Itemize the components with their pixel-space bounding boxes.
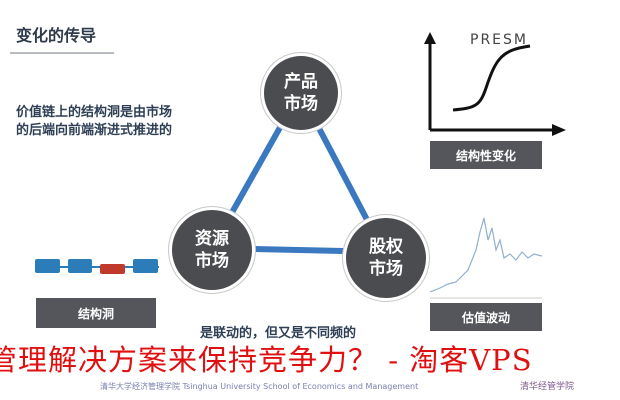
slide-title: 变化的传导 [16, 26, 97, 45]
node-label: 市场 [284, 94, 318, 114]
node-label: 股权 [369, 237, 403, 257]
node-label: 市场 [195, 251, 229, 271]
chain-link [35, 266, 159, 268]
valuation-fluctuation-label: 估值波动 [430, 303, 542, 331]
node-resource-market: 资源 市场 [172, 210, 252, 290]
title-divider [10, 52, 114, 54]
s-curve [452, 44, 531, 112]
node-label: 市场 [369, 259, 403, 279]
structural-hole-label: 结构洞 [36, 298, 156, 328]
price-line [430, 217, 542, 293]
footer-text: 清华大学经济管理学院 Tsinghua University School of… [100, 382, 419, 391]
chain-block [35, 259, 60, 273]
stock-price-chart [430, 217, 542, 299]
node-equity-market: 股权 市场 [346, 218, 426, 298]
chain-block [68, 259, 92, 273]
school-logo: 清华经管学院 [520, 382, 575, 392]
node-label: 产品 [284, 72, 318, 92]
sketch-text: PRESM [470, 32, 528, 48]
x-arrow-icon [552, 124, 566, 136]
description-line: 的后端向前端渐进式推进的 [16, 123, 173, 138]
node-label: 资源 [195, 229, 229, 249]
slide-description: 价值链上的结构洞是由市场 的后端向前端渐进式推进的 [16, 104, 216, 140]
structural-hole-block [100, 264, 125, 274]
node-product-market: 产品 市场 [264, 56, 338, 130]
description-line: 价值链上的结构洞是由市场 [16, 105, 173, 120]
caption: 是联动的，但又是不同频的 [200, 326, 357, 341]
overlay-watermark-text: 管理解决方案来保持竞争力？ - 淘客VPS [0, 343, 533, 377]
y-arrow-icon [424, 32, 436, 44]
chain-block [133, 259, 158, 273]
structural-change-label: 结构性变化 [430, 141, 542, 169]
s-curve-chart: PRESM [424, 32, 566, 136]
